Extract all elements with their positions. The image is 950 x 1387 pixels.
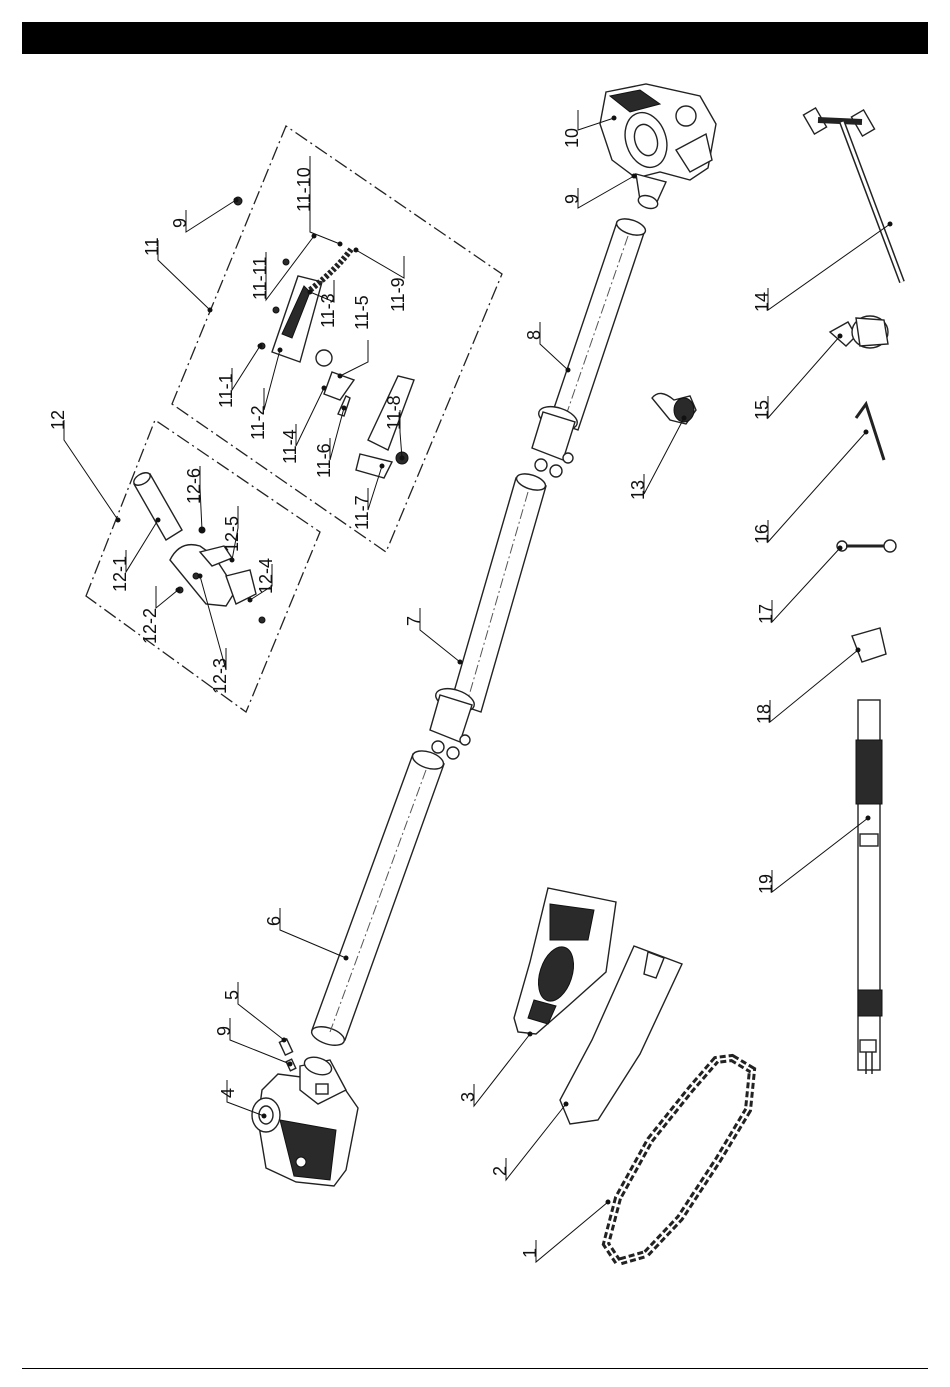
callout-3: 3 [458,1092,478,1102]
callout-11-3: 11-3 [318,293,338,328]
callout-9-engine: 9 [562,194,582,204]
chain-scabbard [514,888,616,1034]
oil-bottle [830,316,888,348]
callout-12-4: 12-4 [256,558,276,594]
callout-12-2: 12-2 [140,608,160,644]
callout-12-1: 12-1 [110,556,130,592]
chain-tension-knob [652,393,696,424]
cutting-head-gearbox [252,1054,358,1186]
group-11-boundary [172,126,502,552]
callout-12-6: 12-6 [184,468,204,504]
callout-4: 4 [218,1088,238,1098]
spark-plug-wrench [803,108,902,282]
hex-key [856,404,884,460]
shaft-tube-6 [309,747,445,1048]
engine-unit [600,84,716,211]
callout-11-9: 11-9 [388,277,408,312]
callout-19: 19 [756,874,776,894]
callout-11: 11 [142,237,162,256]
combination-spanner [837,540,896,552]
callout-11-6: 11-6 [314,443,334,478]
chain-cover-cap [852,628,886,662]
shoulder-strap [856,700,882,1074]
callout-9-upper: 9 [170,218,190,228]
callout-10: 10 [562,128,582,148]
callout-2: 2 [490,1166,510,1176]
callout-16: 16 [752,524,772,544]
callout-18: 18 [754,704,774,724]
callout-11-5: 11-5 [352,295,372,330]
callout-11-7: 11-7 [352,495,372,530]
callout-11-8: 11-8 [384,395,404,430]
callout-13: 13 [628,480,648,500]
callout-12-5: 12-5 [222,516,242,552]
callout-11-1: 11-1 [216,373,236,408]
callout-12-3: 12-3 [210,658,230,694]
callout-labels: 1 2 3 4 5 6 7 8 9 9 9 10 11 11-1 11-2 11… [48,128,776,1258]
callout-1: 1 [520,1248,540,1258]
callout-11-10: 11-10 [294,167,314,212]
callout-15: 15 [752,400,772,420]
callout-8: 8 [524,330,544,340]
callout-14: 14 [752,292,772,312]
callout-11-2: 11-2 [248,405,268,440]
callout-6: 6 [264,916,284,926]
callout-12: 12 [48,410,68,430]
callout-11-4: 11-4 [280,429,300,464]
callout-11-11: 11-11 [250,257,270,300]
callout-7: 7 [404,616,424,626]
callout-9-head: 9 [214,1026,234,1036]
callout-5: 5 [222,990,242,1000]
saw-chain [606,1058,752,1262]
shaft-tube-7 [430,471,547,759]
callout-17: 17 [756,604,776,624]
shaft-tube-8 [532,216,647,477]
